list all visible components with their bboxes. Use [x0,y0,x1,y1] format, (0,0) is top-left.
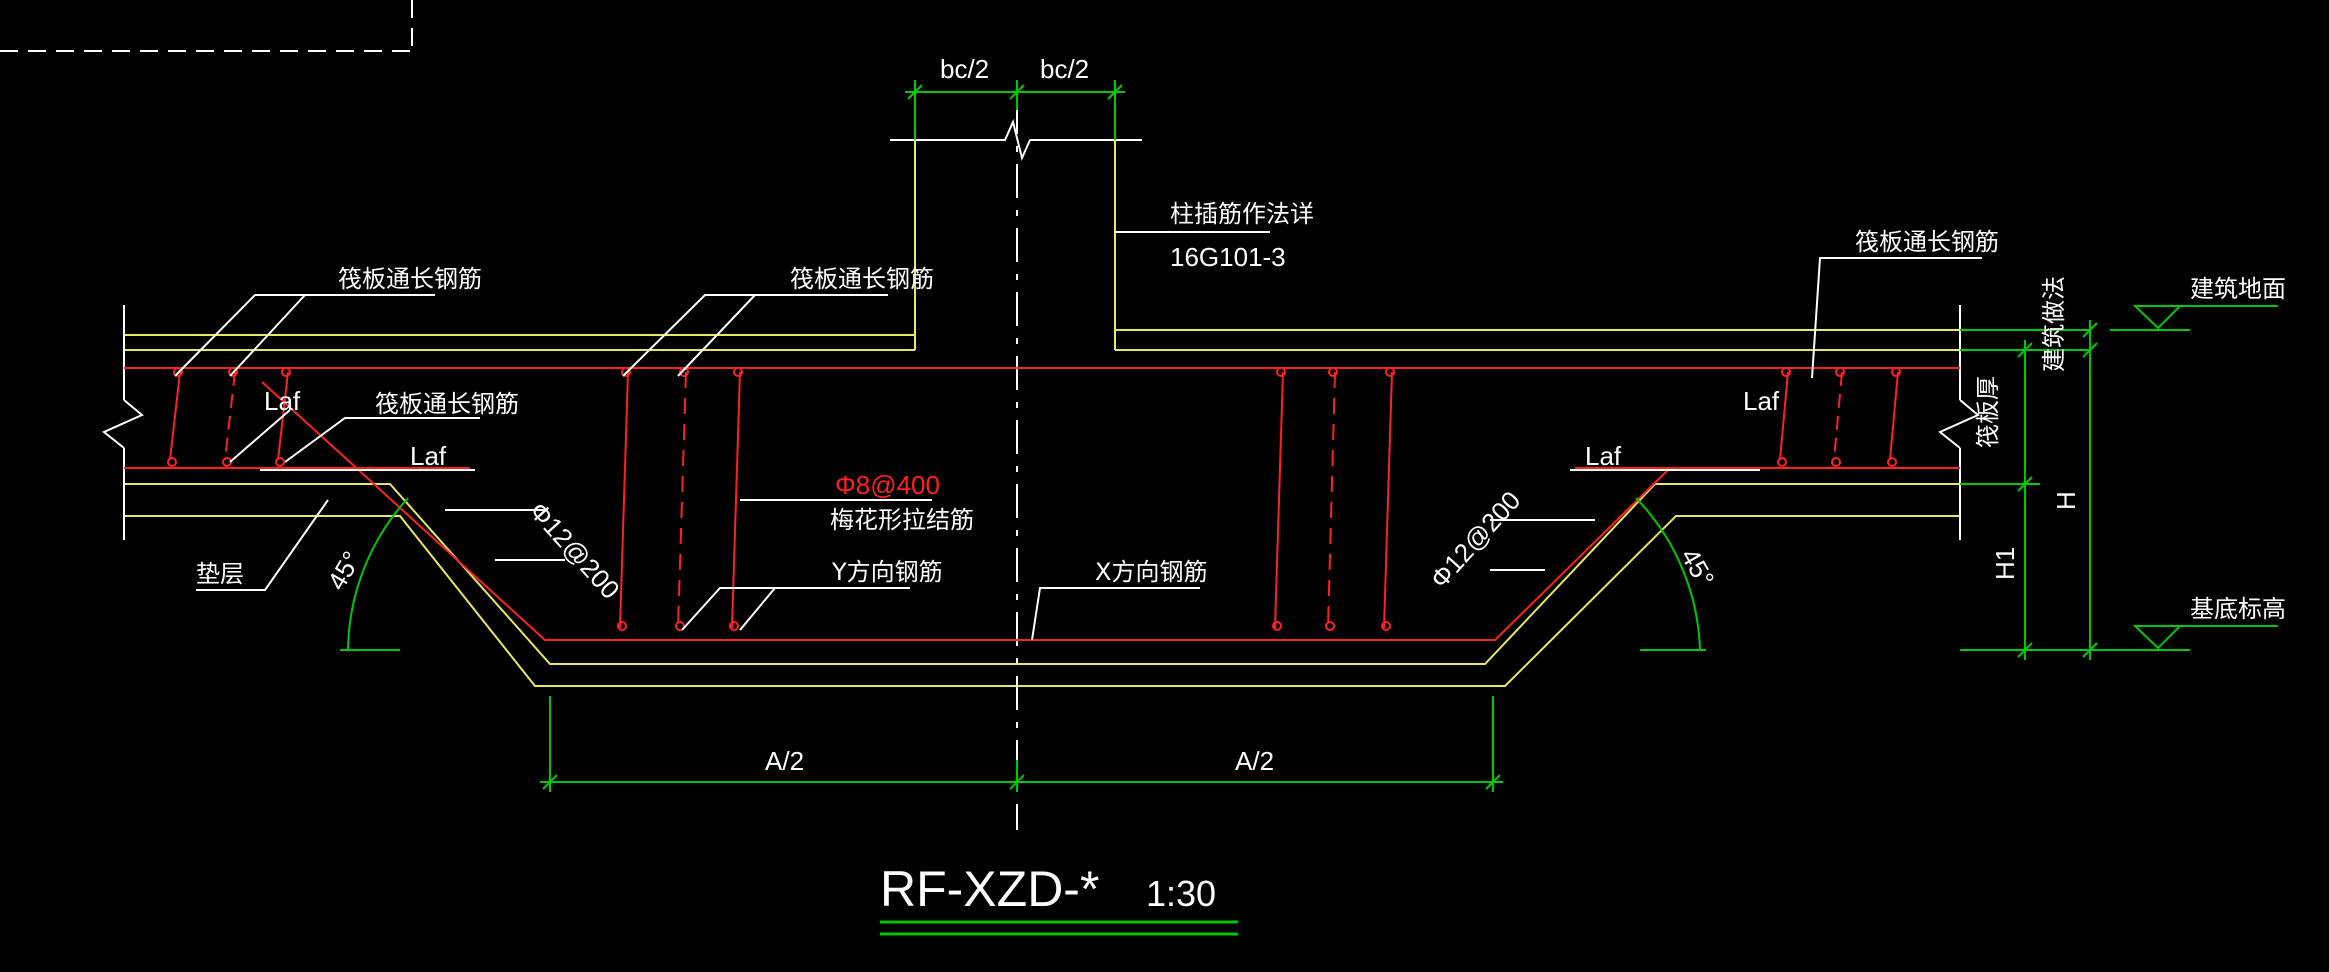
break-line-left [102,305,144,540]
title-underline [880,920,1238,936]
label-tie-spec: Φ8@400 [835,470,940,500]
label-a-right: A/2 [1235,746,1274,776]
label-cushion: 垫层 [196,560,244,588]
label-tie-name: 梅花形拉结筋 [830,506,974,534]
label-angle-left: 45° [321,546,367,595]
column-break-symbol [890,118,1142,162]
label-raft-rebar-1: 筏板通长钢筋 [338,265,482,293]
label-slab-thickness: 筏板厚 [1974,376,2002,448]
label-raft-rebar-4: 筏板通长钢筋 [1855,228,1999,256]
label-x-bar: X方向钢筋 [1095,558,1207,586]
break-line-right [1938,305,1980,540]
label-slope-bar-left: Φ12@200 [524,496,626,605]
label-laf-4: Laf [1743,386,1780,416]
label-bc-right: bc/2 [1040,54,1089,84]
dashed-frame-fragment [0,0,413,52]
label-slope-bar-right: Φ12@200 [1424,485,1526,594]
drawing-title: RF-XZD-* [880,861,1099,917]
label-h: H [2051,491,2081,510]
label-laf-1: Laf [264,386,301,416]
leader-lines [174,231,1982,641]
label-base-elevation: 基底标高 [2190,595,2286,623]
label-laf-2: Laf [410,441,447,471]
drawing-scale: 1:30 [1146,873,1216,914]
label-a-left: A/2 [765,746,804,776]
label-bc-left: bc/2 [940,54,989,84]
label-raft-rebar-2: 筏板通长钢筋 [790,265,934,293]
label-column-standard: 16G101-3 [1170,242,1286,272]
label-floor-finish: 建筑做法 [2040,276,2068,372]
concrete-outline [124,140,2010,687]
label-laf-3: Laf [1585,441,1622,471]
label-raft-rebar-3: 筏板通长钢筋 [375,390,519,418]
label-angle-right: 45° [1675,543,1721,592]
dimensions [340,80,2278,792]
label-y-bar: Y方向钢筋 [831,558,943,586]
rebar-dots [167,367,1901,631]
rebar [124,367,1960,641]
label-ground: 建筑地面 [2190,275,2286,303]
label-column-detail: 柱插筋作法详 [1170,200,1314,228]
label-h1: H1 [1990,547,2020,580]
